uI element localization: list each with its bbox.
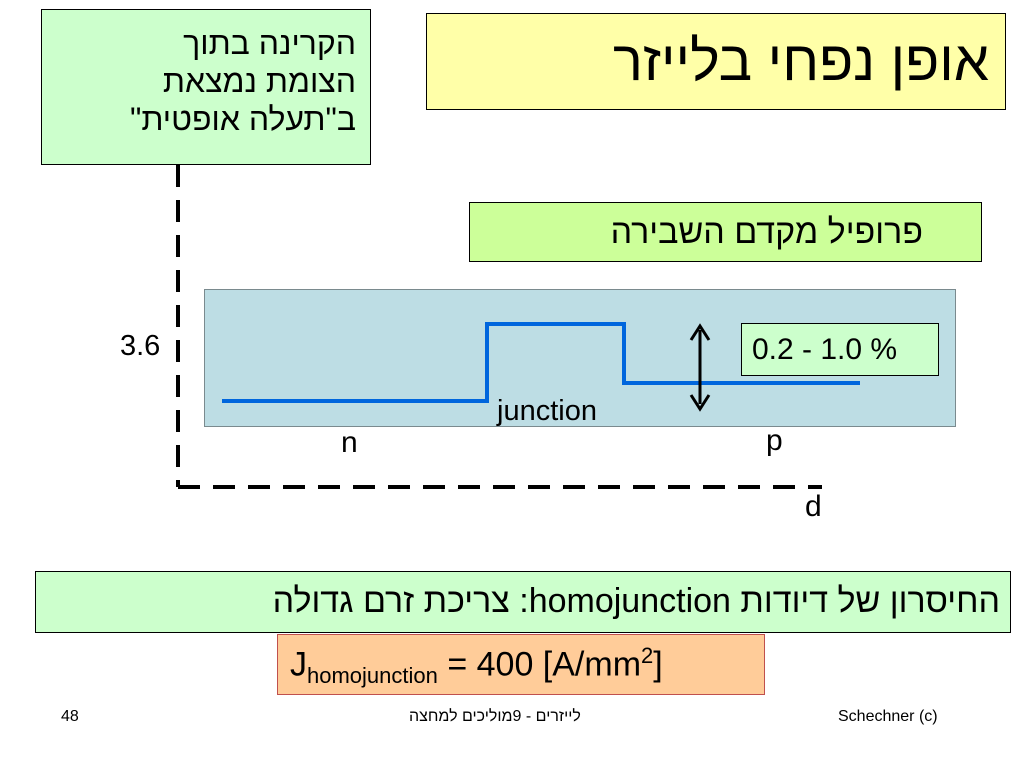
y-value-label: 3.6 [120,330,161,362]
percent-label: 0.2 - 1.0 % [752,333,898,366]
j-superscript: 2 [641,643,654,668]
j-close: ] [653,645,663,684]
j-symbol: J [290,645,307,684]
slide-title: אופן נפחי בלייזר [612,29,989,92]
drawback-text: החיסרון של דיודות homojunction: צריכת זר… [272,582,1000,620]
j-subscript: homojunction [307,663,438,689]
n-label: n [341,426,358,459]
current-density-equation: Jhomojunction = 400 [A/mm2] [290,643,663,689]
profile-label-box: פרופיל מקדם השבירה [469,202,982,262]
junction-label: junction [497,395,597,427]
profile-label: פרופיל מקדם השבירה [610,213,923,251]
arrow-head-up [689,323,711,341]
arrow-head-down [689,394,711,412]
note-box: הקרינה בתוך הצומת נמצאת ב"תעלה אופטית" [41,9,371,165]
page-number: 48 [61,708,79,725]
p-label: p [766,424,783,457]
footer-copyright: Schechner (c) [838,708,938,725]
title-box: אופן נפחי בלייזר [426,13,1006,110]
note-line: הקרינה בתוך [183,25,356,61]
drawback-box: החיסרון של דיודות homojunction: צריכת זר… [35,571,1011,633]
note-line: הצומת נמצאת [162,63,356,99]
j-value: = 400 [A/mm [437,645,642,684]
percent-box: 0.2 - 1.0 % [741,323,939,376]
current-density-box: Jhomojunction = 400 [A/mm2] [277,634,765,695]
d-axis-label: d [805,490,822,523]
footer-course: לייזרים - 9מוליכים למחצה [409,708,581,725]
note-line: ב"תעלה אופטית" [129,101,356,137]
index-profile-line [222,322,860,403]
